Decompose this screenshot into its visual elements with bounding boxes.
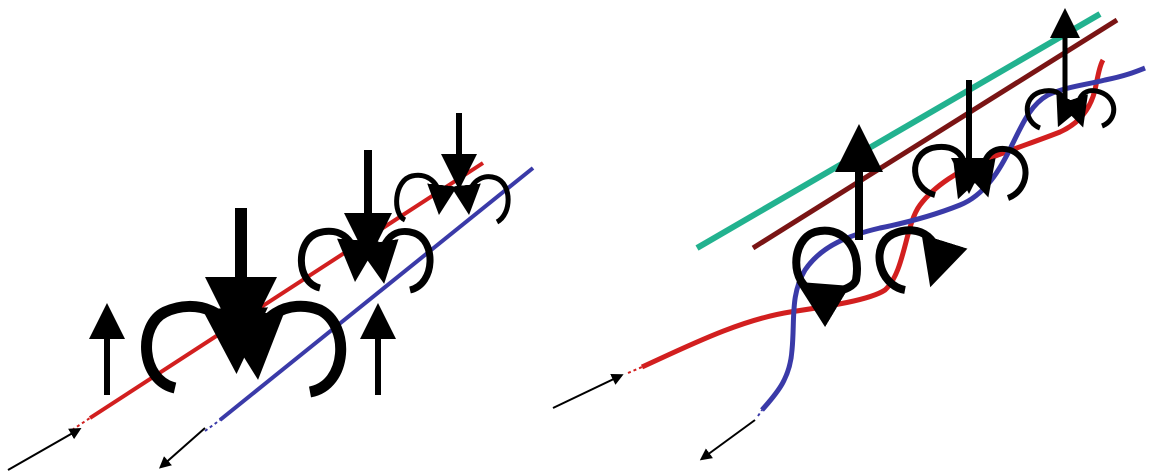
right-red-dash bbox=[627, 366, 643, 374]
right-blue-dash bbox=[757, 409, 763, 417]
right-blue-line bbox=[760, 65, 1146, 412]
right-vortex-large-2 bbox=[875, 226, 968, 294]
right-vortex-large-1 bbox=[792, 226, 861, 328]
right-vortex-small-2 bbox=[1059, 88, 1117, 129]
right-panel bbox=[552, 8, 1146, 461]
right-maroon-line bbox=[751, 17, 1119, 251]
right-outflow-arrow bbox=[699, 419, 756, 461]
left-panel bbox=[7, 113, 535, 471]
left-outflow-arrow bbox=[159, 427, 206, 469]
right-teal-line bbox=[695, 11, 1102, 251]
left-vortex-mid-1 bbox=[297, 227, 379, 292]
left-vortex-large-1 bbox=[141, 300, 268, 394]
left-vortex-large-2 bbox=[219, 300, 347, 398]
left-inflow-arrow bbox=[7, 428, 82, 471]
left-vortex-small-2 bbox=[451, 174, 511, 225]
left-vortex-mid-2 bbox=[357, 228, 434, 294]
right-vortex-mid-2 bbox=[961, 145, 1029, 201]
left-red-line bbox=[88, 161, 485, 420]
left-vortex-small-1 bbox=[394, 172, 457, 223]
left-red-dash bbox=[71, 417, 91, 431]
right-inflow-arrow bbox=[552, 374, 624, 409]
left-blue-dash bbox=[204, 419, 221, 432]
